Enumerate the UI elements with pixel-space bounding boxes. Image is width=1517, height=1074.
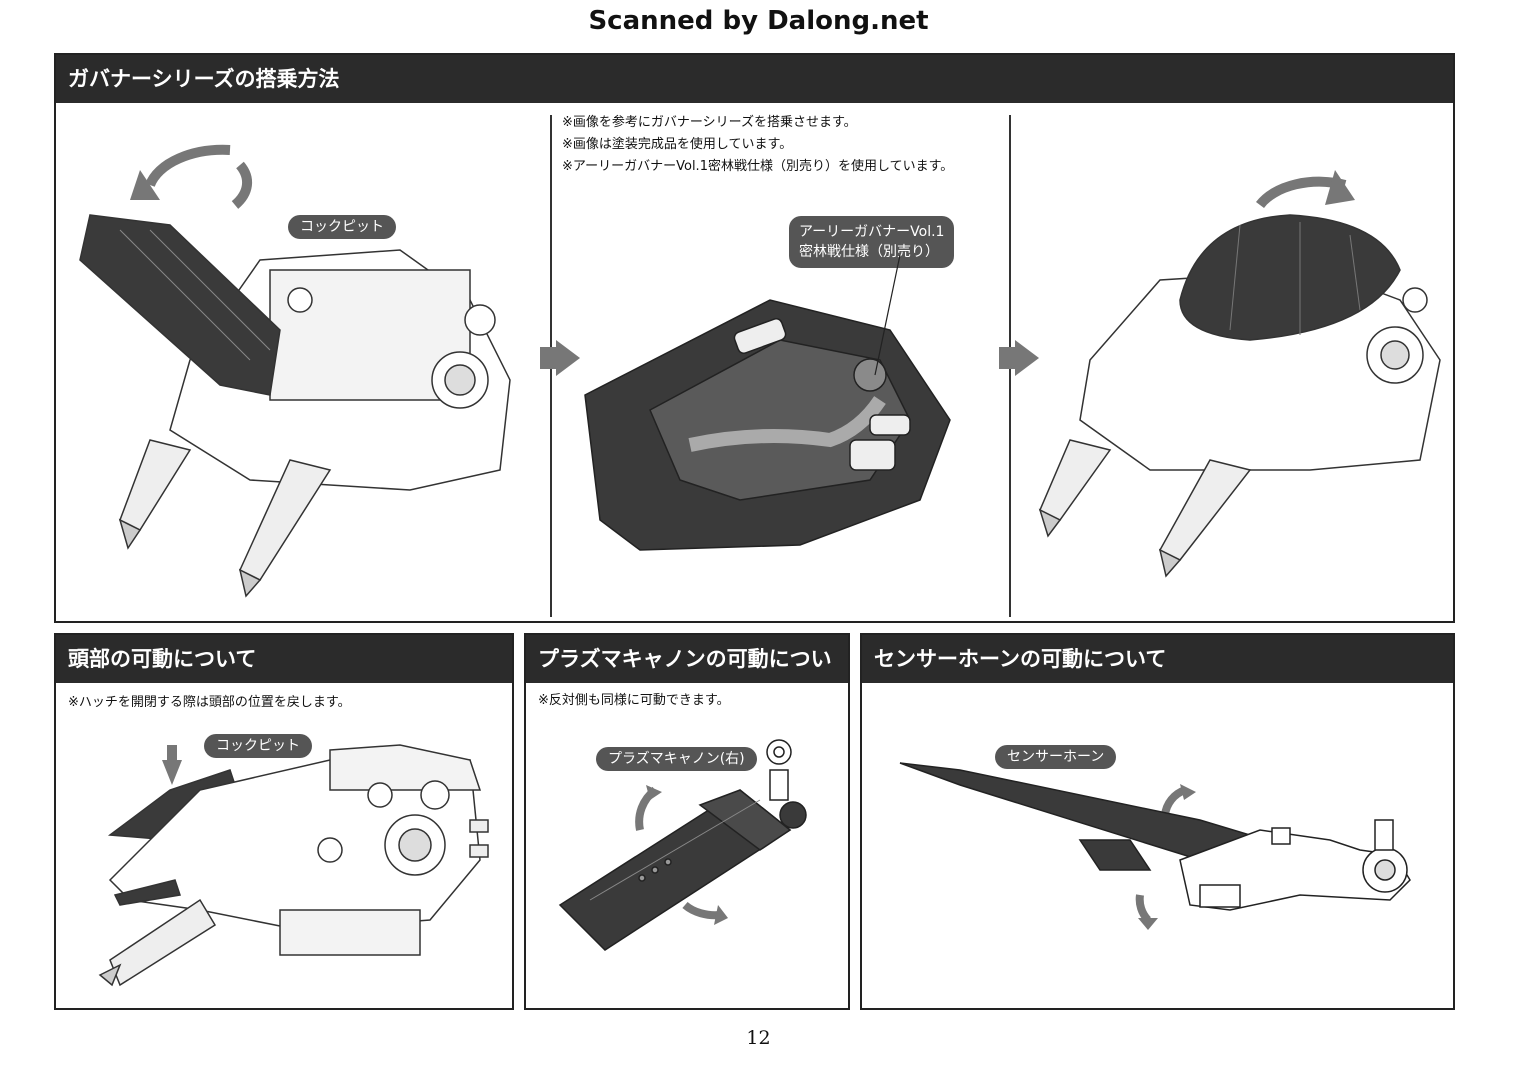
step-arrow-2 xyxy=(999,340,1039,376)
governor-callout-line2: 密林戦仕様（別売り） xyxy=(799,244,939,260)
governor-callout-line1: アーリーガバナーVol.1 xyxy=(799,224,945,240)
mech-open-cockpit-illustration xyxy=(79,144,511,598)
step-arrow-1 xyxy=(540,340,580,376)
head-cockpit-callout: コックピット xyxy=(204,734,312,758)
note-line: ※画像を参考にガバナーシリーズを搭乗させます。 xyxy=(562,115,857,130)
plasma-cannon-title: プラズマキャノンの可動について xyxy=(526,635,848,719)
mech-closed-cockpit-illustration xyxy=(1038,170,1441,578)
page-number: 12 xyxy=(746,1027,771,1049)
sensor-horn-panel: センサーホーンの可動について センサーホーン xyxy=(860,633,1455,1010)
governor-callout: アーリーガバナーVol.1 密林戦仕様（別売り） xyxy=(789,216,955,268)
head-movement-note: ※ハッチを開閉する際は頭部の位置を戻します。 xyxy=(68,695,351,710)
cockpit-interior-illustration xyxy=(584,254,951,551)
sensor-horn-callout: センサーホーン xyxy=(995,745,1117,769)
head-movement-title: 頭部の可動について xyxy=(56,635,512,683)
boarding-method-title: ガバナーシリーズの搭乗方法 xyxy=(56,55,1453,103)
scan-watermark: Scanned by Dalong.net xyxy=(588,6,929,36)
boarding-notes: ※画像を参考にガバナーシリーズを搭乗させます。 ※画像は塗装完成品を使用していま… xyxy=(562,112,953,178)
sensor-horn-title: センサーホーンの可動について xyxy=(862,635,1453,683)
plasma-cannon-callout: プラズマキャノン(右) xyxy=(596,747,757,771)
cockpit-callout: コックピット xyxy=(288,215,396,239)
note-line: ※アーリーガバナーVol.1密林戦仕様（別売り）を使用しています。 xyxy=(562,159,954,174)
note-line: ※画像は塗装完成品を使用しています。 xyxy=(562,137,793,152)
plasma-cannon-note: ※反対側も同様に可動できます。 xyxy=(538,693,730,708)
